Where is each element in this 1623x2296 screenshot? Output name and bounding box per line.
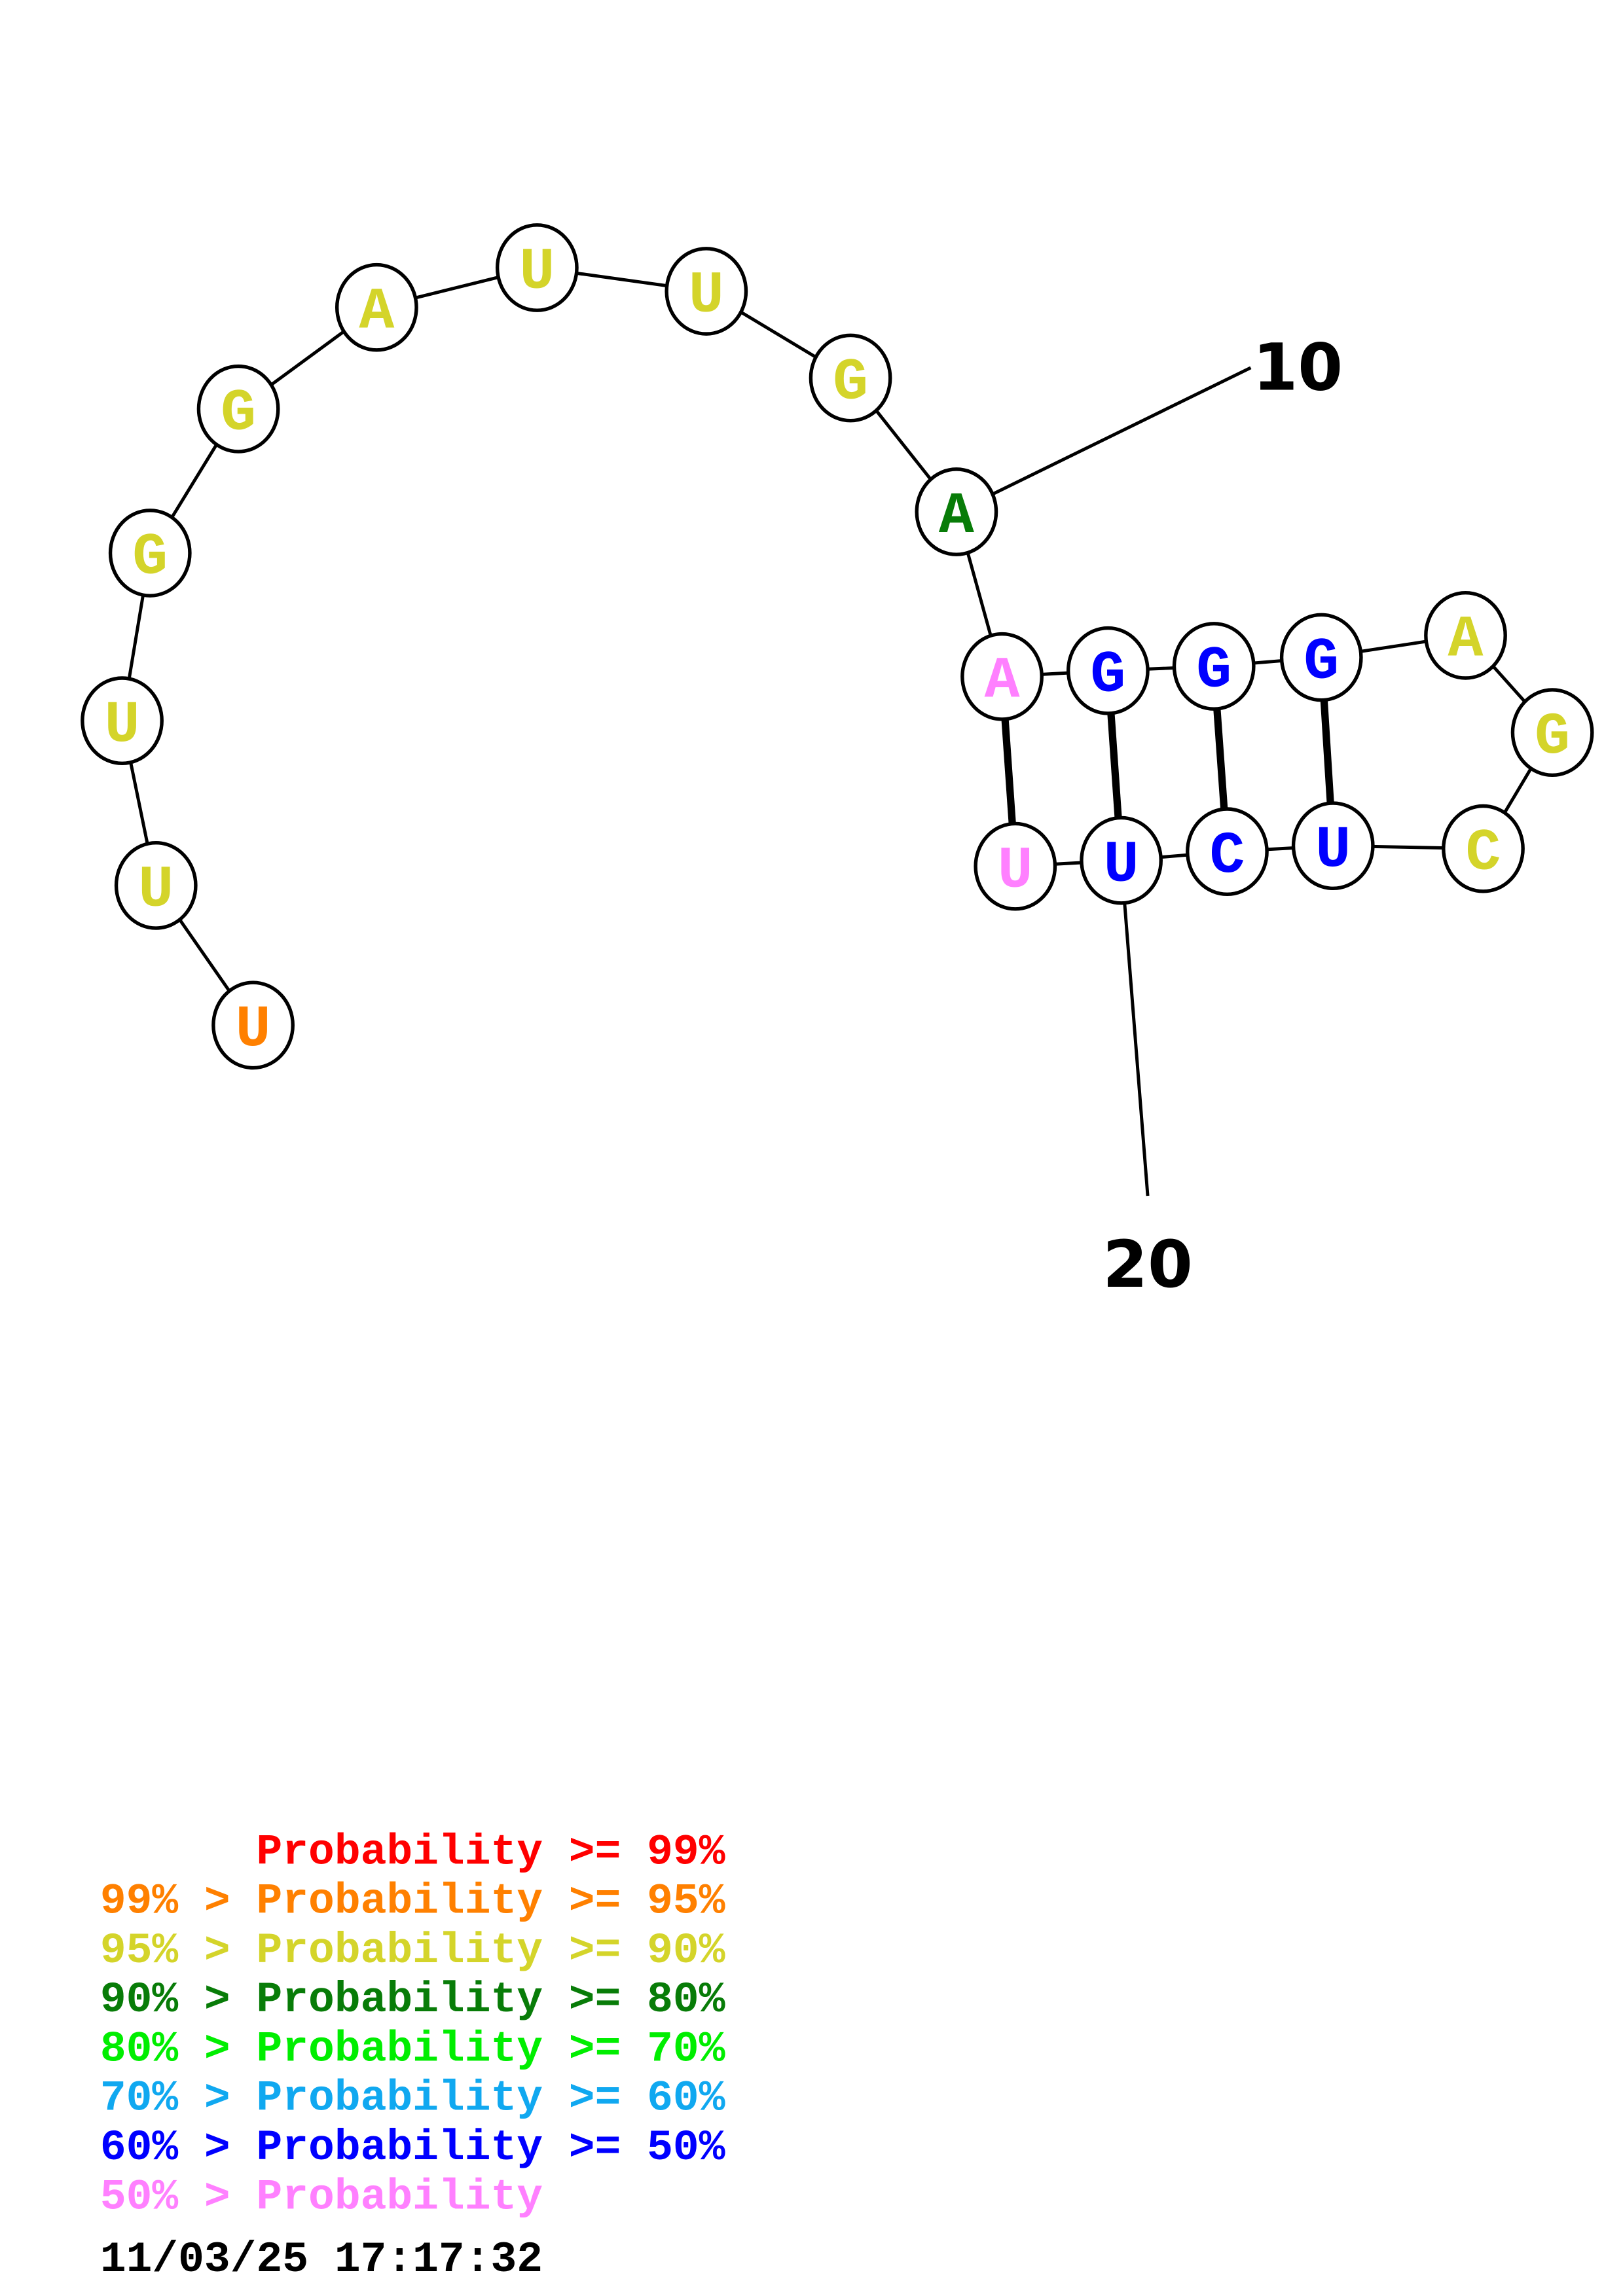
- nucleotide: G: [1066, 626, 1150, 715]
- legend-entry: Probability >= 99%: [100, 1827, 725, 1876]
- nucleotide-letter: C: [1209, 823, 1245, 889]
- legend-entry: 50% > Probability: [100, 2172, 543, 2221]
- legend-entry: 95% > Probability >= 90%: [100, 1926, 725, 1975]
- nucleotide-circle: [81, 676, 164, 766]
- nucleotide-letter: G: [1196, 637, 1231, 704]
- nucleotide-letter: G: [132, 524, 168, 591]
- legend-entry: 99% > Probability >= 95%: [100, 1877, 725, 1926]
- nucleotide-letter: U: [236, 996, 271, 1063]
- nucleotide-circle: [108, 509, 192, 598]
- nucleotide: C: [1442, 804, 1525, 893]
- nucleotide: G: [809, 333, 892, 423]
- nucleotide-letter: U: [519, 239, 555, 306]
- nucleotide: U: [1080, 816, 1163, 905]
- nucleotide-letter: A: [985, 647, 1020, 714]
- nucleotide-circle: [1186, 807, 1269, 897]
- nucleotide-circle: [1279, 613, 1363, 702]
- position-tick: [955, 366, 1252, 514]
- nucleotide-circle: [495, 223, 579, 312]
- nucleotide-letter: G: [833, 349, 868, 416]
- nucleotide-circle: [1291, 801, 1375, 891]
- position-number: 20: [1103, 1227, 1193, 1302]
- nucleotide-circle: [665, 247, 748, 336]
- nucleotide-circle: [211, 980, 295, 1070]
- nucleotide-circle: [974, 821, 1057, 911]
- nucleotide-circle: [1442, 804, 1525, 893]
- nucleotide: U: [1291, 801, 1375, 891]
- nucleotide-circle: [1510, 688, 1594, 778]
- nucleotide-letter: G: [1090, 642, 1125, 709]
- nucleotide: C: [1186, 807, 1269, 897]
- nucleotide: U: [665, 247, 748, 336]
- nucleotide-letter: U: [1104, 831, 1139, 898]
- position-number: 10: [1252, 330, 1343, 405]
- timestamp: 11/03/25 17:17:32: [100, 2235, 543, 2284]
- legend-entry: 70% > Probability >= 60%: [100, 2074, 725, 2123]
- nucleotide-letter: U: [689, 262, 724, 329]
- legend-entry: 90% > Probability >= 80%: [100, 1975, 725, 2024]
- nucleotide: G: [1172, 622, 1256, 711]
- nucleotide-letter: G: [1535, 704, 1570, 770]
- nucleotide-circle: [809, 333, 892, 423]
- nucleotide: G: [1510, 688, 1594, 778]
- base-pairs: [998, 657, 1337, 867]
- nucleotide: U: [114, 840, 198, 930]
- nucleotide-circle: [960, 632, 1044, 721]
- nucleotide-circle: [335, 262, 418, 352]
- nucleotide: A: [915, 467, 998, 556]
- nucleotide: A: [1424, 590, 1507, 680]
- probability-legend: Probability >= 99%99% > Probability >= 9…: [100, 1827, 725, 2221]
- nucleotide-letter: U: [1315, 817, 1351, 884]
- nucleotide-circle: [1066, 626, 1150, 715]
- nucleotide-letter: G: [1304, 628, 1339, 695]
- nucleotide: A: [335, 262, 418, 352]
- nucleotide-circle: [1172, 622, 1256, 711]
- nucleotide-circle: [114, 840, 198, 930]
- nucleotide-circle: [915, 467, 998, 556]
- nucleotide-letter: A: [359, 278, 394, 345]
- nucleotide: U: [974, 821, 1057, 911]
- nucleotide-letter: C: [1466, 819, 1501, 886]
- nucleotide: G: [108, 509, 192, 598]
- nucleotide-letter: A: [1448, 607, 1484, 673]
- position-tick: [1120, 860, 1150, 1196]
- nucleotide: U: [81, 676, 164, 766]
- nucleotide-circle: [1080, 816, 1163, 905]
- legend-entry: 60% > Probability >= 50%: [100, 2123, 725, 2172]
- nucleotide-letter: U: [138, 857, 173, 924]
- nucleotide: A: [960, 632, 1044, 721]
- nucleotide-letter: U: [105, 692, 140, 759]
- nucleotide-circle: [1424, 590, 1507, 680]
- nucleotide-letter: A: [939, 483, 974, 550]
- position-labels: 10 20: [955, 330, 1343, 1302]
- nucleotide: U: [495, 223, 579, 312]
- nucleotide: U: [211, 980, 295, 1070]
- nucleotide: G: [196, 364, 280, 454]
- legend-entry: 80% > Probability >= 70%: [100, 2024, 725, 2073]
- nucleotide: G: [1279, 613, 1363, 702]
- nucleotide-circle: [196, 364, 280, 454]
- nucleotide-letter: U: [998, 837, 1033, 904]
- nucleotide-letter: G: [221, 380, 256, 446]
